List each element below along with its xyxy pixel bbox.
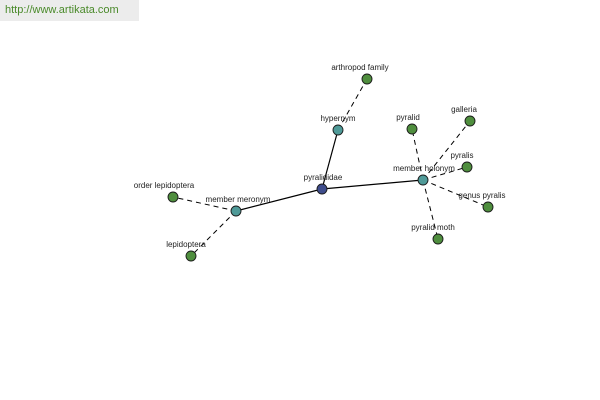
edge-hypernym-to-arthropod-family bbox=[337, 78, 368, 131]
node-galleria[interactable] bbox=[464, 115, 476, 127]
label-member-holonym[interactable]: member holonym bbox=[393, 164, 455, 173]
edge-member-holonym-to-galleria bbox=[422, 120, 471, 181]
labels-layer: pyralididae hypernym member holonym member … bbox=[134, 63, 506, 249]
node-pyralis[interactable] bbox=[461, 161, 473, 173]
edge-member-holonym-to-genus-pyralis bbox=[422, 179, 489, 208]
edge-pyralididae-to-member-meronym bbox=[235, 188, 323, 212]
label-pyralis[interactable]: pyralis bbox=[450, 151, 473, 160]
edge-member-meronym-to-order-lepidoptera bbox=[172, 196, 237, 212]
label-pyralididae[interactable]: pyralididae bbox=[304, 173, 343, 182]
node-pyralididae[interactable] bbox=[316, 183, 328, 195]
edges-layer bbox=[172, 78, 489, 257]
label-pyralid-moth[interactable]: pyralid moth bbox=[411, 223, 455, 232]
label-arthropod-family[interactable]: arthropod family bbox=[331, 63, 388, 72]
nodes-layer bbox=[167, 73, 494, 262]
site-banner: http://www.artikata.com bbox=[0, 0, 139, 21]
node-member-holonym[interactable] bbox=[417, 174, 429, 186]
label-lepidoptera[interactable]: lepidoptera bbox=[166, 240, 206, 249]
node-lepidoptera[interactable] bbox=[185, 250, 197, 262]
node-order-lepidoptera[interactable] bbox=[167, 191, 179, 203]
node-pyralid[interactable] bbox=[406, 123, 418, 135]
label-hypernym[interactable]: hypernym bbox=[320, 114, 355, 123]
node-pyralid-moth[interactable] bbox=[432, 233, 444, 245]
site-link[interactable]: http://www.artikata.com bbox=[5, 4, 119, 16]
edge-member-holonym-to-pyralis bbox=[422, 166, 468, 181]
node-hypernym[interactable] bbox=[332, 124, 344, 136]
node-arthropod-family[interactable] bbox=[361, 73, 373, 85]
edge-member-meronym-to-lepidoptera bbox=[190, 210, 237, 257]
node-member-meronym[interactable] bbox=[230, 205, 242, 217]
edge-pyralididae-to-hypernym bbox=[321, 129, 339, 190]
edge-member-holonym-to-pyralid-moth bbox=[422, 179, 439, 240]
label-member-meronym[interactable]: member meronym bbox=[206, 195, 271, 204]
label-pyralid[interactable]: pyralid bbox=[396, 113, 420, 122]
label-galleria[interactable]: galleria bbox=[451, 105, 477, 114]
label-order-lepidoptera[interactable]: order lepidoptera bbox=[134, 181, 195, 190]
label-genus-pyralis[interactable]: genus pyralis bbox=[458, 191, 505, 200]
node-genus-pyralis[interactable] bbox=[482, 201, 494, 213]
edge-pyralididae-to-member-holonym bbox=[321, 179, 424, 190]
